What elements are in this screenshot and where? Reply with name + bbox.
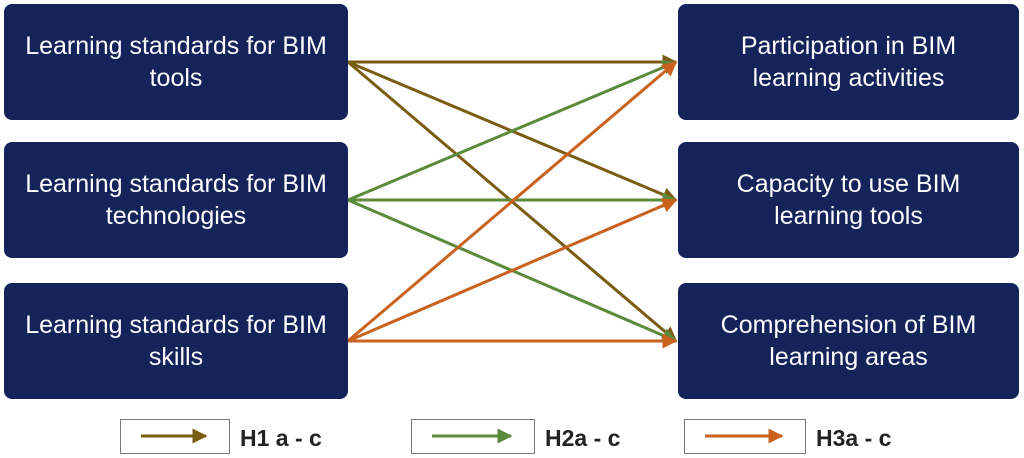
target-node-label: Comprehension of BIM learning areas <box>720 311 977 371</box>
legend-key-h1 <box>120 419 230 454</box>
target-node-capacity: Capacity to use BIM learning tools <box>678 142 1019 258</box>
legend-label-h2: H2a - c <box>545 425 621 451</box>
source-node-label: Learning standards for BIM tools <box>25 32 327 92</box>
target-node-label: Participation in BIM learning activities <box>740 32 957 92</box>
target-node-participation: Participation in BIM learning activities <box>678 4 1019 120</box>
source-node-technologies: Learning standards for BIM technologies <box>4 142 348 258</box>
legend-label-h1: H1 a - c <box>240 425 322 451</box>
source-node-label: Learning standards for BIM technologies <box>25 170 327 230</box>
legend-arrow-h2 <box>432 428 513 444</box>
edge-l2-r1 <box>347 60 678 202</box>
source-node-tools: Learning standards for BIM tools <box>4 4 348 120</box>
target-node-label: Capacity to use BIM learning tools <box>736 170 961 230</box>
legend-label-h3: H3a - c <box>816 425 892 451</box>
edge-l3-r1 <box>347 60 678 343</box>
target-node-comprehension: Comprehension of BIM learning areas <box>678 283 1019 399</box>
legend-key-h3 <box>684 419 806 454</box>
edge-l3-r2 <box>347 198 678 343</box>
legend-key-h2 <box>411 419 535 454</box>
legend-arrow-h1 <box>141 428 208 444</box>
legend-arrow-h3 <box>705 428 784 444</box>
source-node-skills: Learning standards for BIM skills <box>4 283 348 399</box>
source-node-label: Learning standards for BIM skills <box>25 311 327 371</box>
